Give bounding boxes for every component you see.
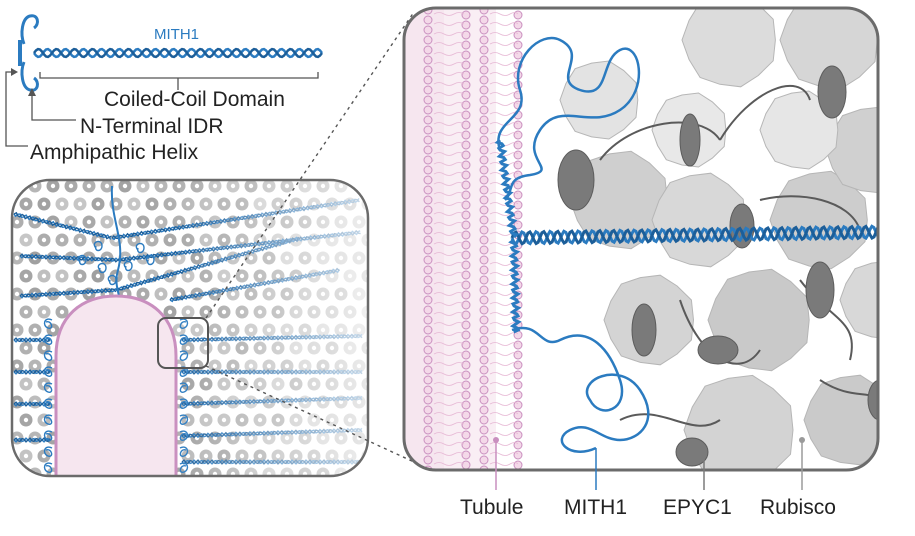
n-terminal-idr-label: N-Terminal IDR <box>80 115 224 138</box>
coiled-coil-strand-b <box>33 47 323 59</box>
condensate-overview <box>10 178 370 478</box>
mith1-schematic <box>5 14 323 147</box>
mith1-idr-loop-lower <box>511 326 650 453</box>
mith1-schematic-title: MITH1 <box>154 26 199 43</box>
detail-frame <box>402 6 880 472</box>
rubisco-particle <box>12 467 24 476</box>
mith1-coiled-coil-strand-a <box>510 224 878 246</box>
mith1-amphipathic-helix-lower <box>508 238 522 334</box>
tubule-leader-dot <box>493 437 499 443</box>
epyc1-leader-dot <box>701 452 707 458</box>
amphipathic-helix-label: Amphipathic Helix <box>30 141 199 164</box>
n-terminal-idr-lower <box>20 61 39 92</box>
rubisco-leader-dot <box>799 437 805 443</box>
legend-rubisco: Rubisco <box>760 496 836 519</box>
overview-frame <box>10 178 370 478</box>
zoom-connector-top <box>205 11 415 319</box>
legend-tubule: Tubule <box>460 496 524 519</box>
n-terminal-leader <box>31 90 76 121</box>
zoomed-detail-panel <box>402 6 880 490</box>
legend-epyc1: EPYC1 <box>663 496 732 519</box>
n-terminal-arrowhead <box>28 88 36 96</box>
legend-mith1: MITH1 <box>564 496 627 519</box>
zoom-inset-box <box>157 317 209 369</box>
zoom-connector-bottom <box>205 365 415 463</box>
mith1-amphipathic-helix-upper <box>494 138 520 239</box>
mith1-idr-loop-upper <box>497 36 641 201</box>
rubisco-particle <box>352 467 366 476</box>
membrane-lipid-tails <box>433 12 519 466</box>
epyc1-proteins <box>557 65 878 467</box>
rubisco-particle <box>12 180 24 193</box>
coiled-coil-label: Coiled-Coil Domain <box>104 88 285 111</box>
helix-leader <box>5 71 28 147</box>
mith1-coiled-coil-strand-b <box>510 224 878 246</box>
n-terminal-idr-upper <box>20 14 39 45</box>
helix-arrowhead <box>11 68 18 76</box>
coiled-coil-bracket <box>39 72 319 90</box>
